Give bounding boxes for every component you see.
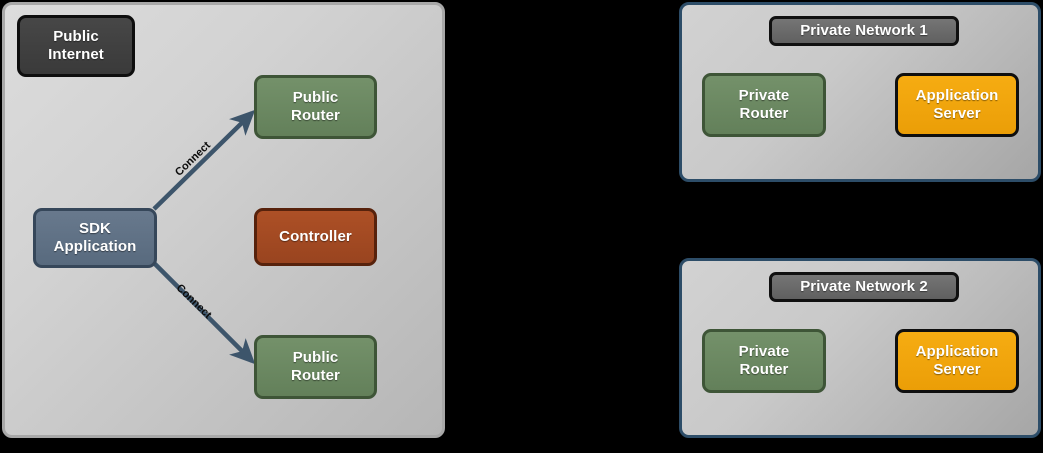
node-public-router-top[interactable]: Public Router (254, 75, 377, 139)
public-internet-panel: Connect Connect Public Internet Public R… (2, 2, 445, 438)
public-internet-label-text: Public Internet (42, 28, 110, 63)
node-private-router-1-line1: Private (738, 87, 790, 105)
node-private-router-2-line1: Private (738, 343, 790, 361)
node-controller-line1: Controller (279, 228, 352, 246)
node-private-router-1-line2: Router (739, 105, 789, 122)
node-public-router-top-line2: Router (291, 107, 340, 124)
private-network-1-title-text: Private Network 1 (800, 22, 928, 40)
node-application-server-2-line1: Application (915, 343, 999, 361)
node-public-router-bottom-line2: Router (291, 367, 340, 384)
edge-label-connect-top: Connect (173, 139, 213, 179)
public-internet-line2: Internet (48, 46, 104, 63)
node-sdk-application-line1: SDK (79, 220, 111, 238)
node-controller[interactable]: Controller (254, 208, 377, 266)
node-private-router-2-line2: Router (739, 361, 789, 378)
node-private-router-1[interactable]: Private Router (702, 73, 826, 137)
node-public-router-bottom-line1: Public (292, 349, 339, 367)
node-application-server-1-line2: Server (933, 105, 981, 122)
private-network-1-title: Private Network 1 (769, 16, 959, 46)
private-network-2-title-text: Private Network 2 (800, 278, 928, 296)
node-private-router-2-label: Private Router (733, 343, 796, 378)
node-private-router-2[interactable]: Private Router (702, 329, 826, 393)
node-application-server-2[interactable]: Application Server (895, 329, 1019, 393)
edge-label-connect-bottom: Connect (173, 282, 214, 322)
private-network-2-panel: Private Network 2 Private Router Applica… (679, 258, 1041, 438)
node-controller-label: Controller (273, 228, 358, 246)
node-public-router-top-label: Public Router (285, 89, 346, 124)
private-network-1-panel: Private Network 1 Private Router Applica… (679, 2, 1041, 182)
node-application-server-1-label: Application Server (910, 87, 1005, 122)
node-sdk-application-label: SDK Application (48, 220, 143, 255)
node-application-server-2-label: Application Server (910, 343, 1005, 378)
node-public-router-top-line1: Public (292, 89, 339, 107)
node-public-router-bottom[interactable]: Public Router (254, 335, 377, 399)
public-internet-label: Public Internet (17, 15, 135, 77)
node-private-router-1-label: Private Router (733, 87, 796, 122)
edge-sdk-to-public-router-top (152, 109, 256, 211)
node-sdk-application-line2: Application (53, 238, 137, 255)
node-application-server-2-line2: Server (933, 361, 981, 378)
node-sdk-application[interactable]: SDK Application (33, 208, 157, 268)
private-network-2-title: Private Network 2 (769, 272, 959, 302)
node-application-server-1-line1: Application (915, 87, 999, 105)
node-application-server-1[interactable]: Application Server (895, 73, 1019, 137)
public-internet-line1: Public (53, 28, 99, 46)
node-public-router-bottom-label: Public Router (285, 349, 346, 384)
